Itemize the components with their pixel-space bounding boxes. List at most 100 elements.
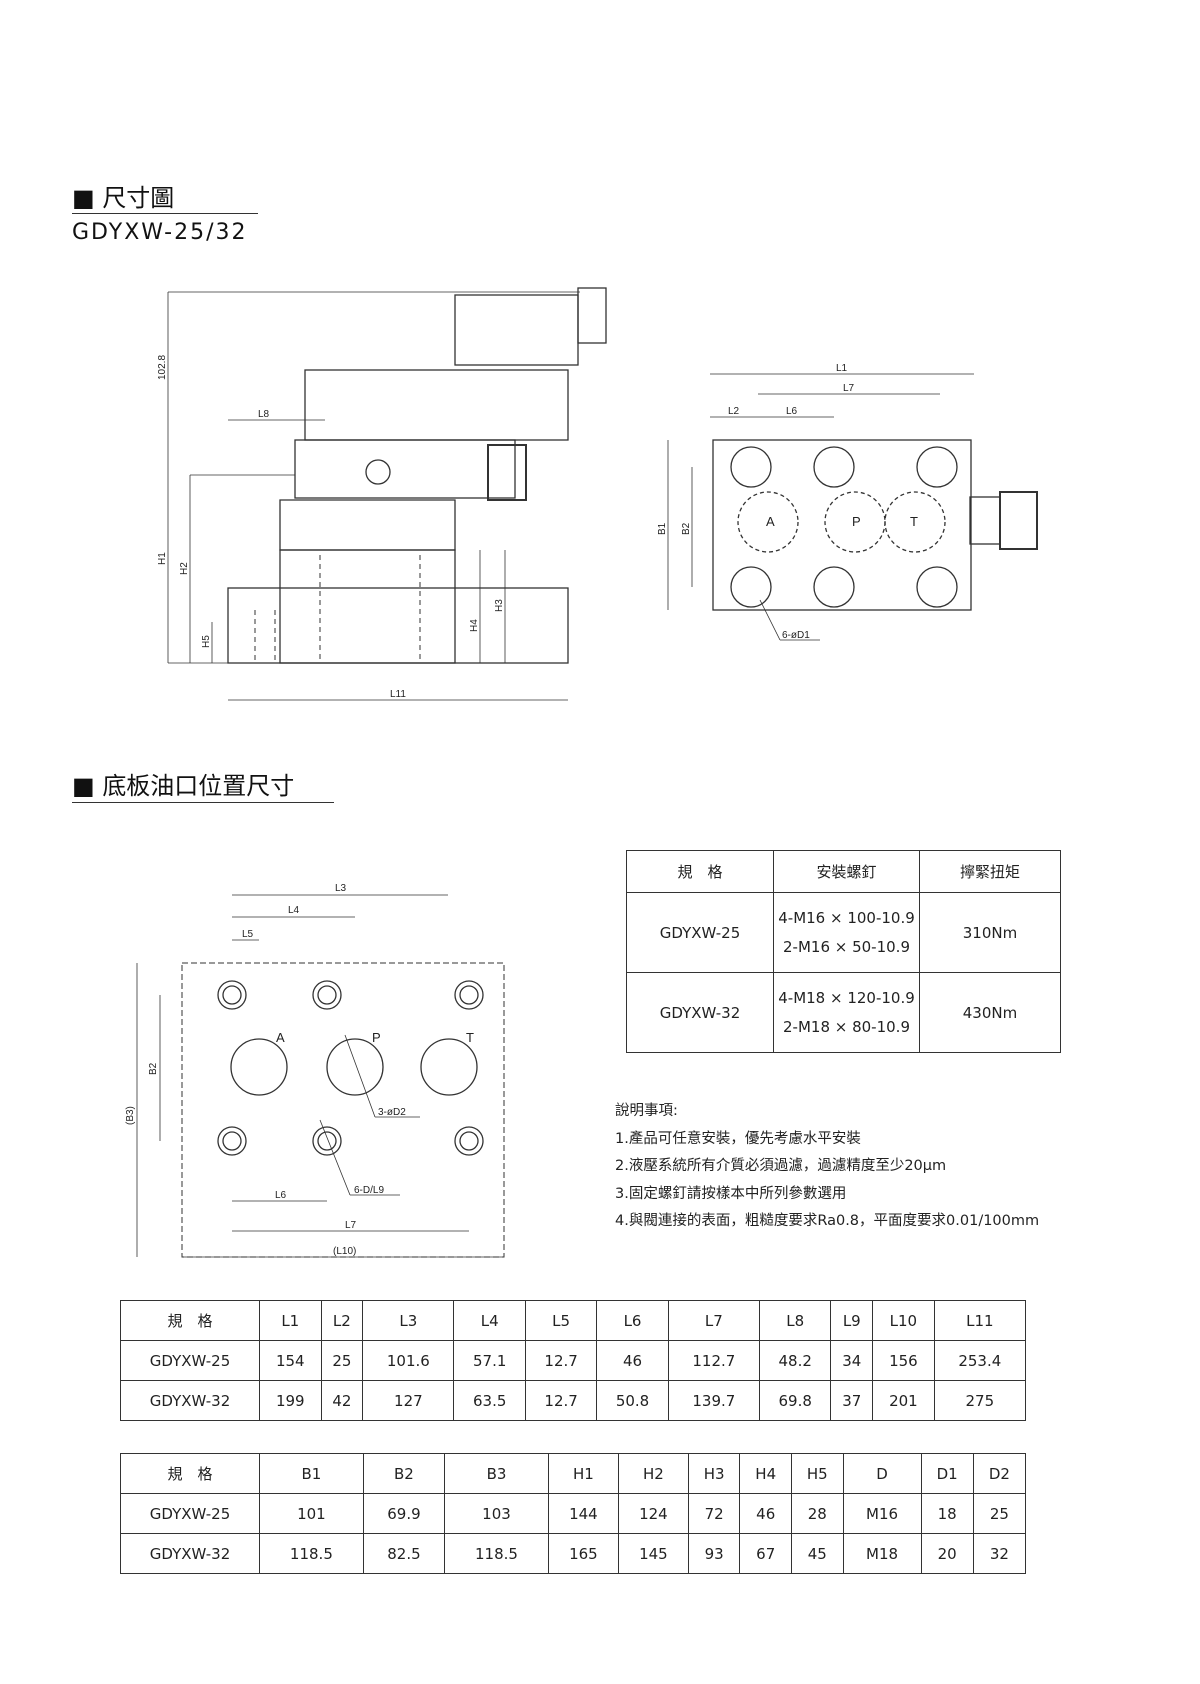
table-cell: 82.5 [362, 1533, 446, 1574]
header-cell: L6 [596, 1300, 669, 1341]
notes-title: 說明事項: [615, 1103, 678, 1119]
elevation-view: 102.8 L8 H1 H2 H3 H4 H5 L11 [157, 287, 607, 701]
bolt-spec: 4-M16 × 100-10.9 [778, 908, 915, 927]
table-cell: 124 [617, 1493, 689, 1534]
top-view: L1 L7 L2 L6 B1 B2 A P T 6-øD1 [657, 363, 1038, 641]
header-cell: L9 [830, 1300, 874, 1341]
bolts-cell: 4-M16 × 100-10.9 2-M16 × 50-10.9 [773, 892, 920, 973]
port-label-p: P [852, 514, 861, 529]
header-cell: 擰緊扭矩 [919, 850, 1061, 893]
note-item: 2.液壓系統所有介質必須過濾，過濾精度至少20μm [615, 1158, 947, 1174]
header-cell: D [842, 1453, 922, 1494]
header-cell: D1 [920, 1453, 974, 1494]
table-cell: 201 [872, 1380, 935, 1421]
dim-label: 6-øD1 [782, 630, 810, 641]
header-cell: B1 [259, 1453, 364, 1494]
dim-label: 6-D/L9 [354, 1185, 384, 1196]
table-cell: 118.5 [259, 1533, 364, 1574]
table-cell: 67 [739, 1533, 792, 1574]
table-cell: 145 [617, 1533, 689, 1574]
bolt-spec: 4-M18 × 120-10.9 [778, 988, 915, 1007]
section-title-text: 底板油口位置尺寸 [102, 772, 295, 800]
table-cell: 18 [920, 1493, 974, 1534]
dim-label: L7 [345, 1220, 357, 1231]
table-cell: 101 [259, 1493, 364, 1534]
dim-label: L6 [786, 406, 798, 417]
header-cell: L10 [872, 1300, 935, 1341]
notes: 說明事項: 1.產品可任意安裝，優先考慮水平安裝 2.液壓系統所有介質必須過濾，… [615, 1098, 1039, 1236]
model-cell: GDYXW-25 [626, 892, 774, 973]
section-title-text: 尺寸圖 [102, 184, 175, 212]
table-cell: 275 [933, 1380, 1027, 1421]
port-label-a: A [276, 1030, 285, 1045]
torque-cell: 430Nm [919, 972, 1061, 1053]
table-cell: 42 [320, 1380, 364, 1421]
dim-label: L6 [275, 1190, 287, 1201]
header-cell: L5 [524, 1300, 598, 1341]
subplate-view: L3 L4 L5 (B3) B2 A P T 3-øD2 6-D/L9 L6 L… [125, 883, 505, 1258]
table-cell: 165 [547, 1533, 619, 1574]
dim-label: H3 [494, 599, 505, 612]
dim-label: H1 [157, 552, 168, 565]
bolts-cell: 4-M18 × 120-10.9 2-M18 × 80-10.9 [773, 972, 920, 1053]
table-cell: 69.8 [758, 1380, 832, 1421]
header-cell: L2 [320, 1300, 364, 1341]
table-cell: 101.6 [362, 1340, 455, 1381]
table-cell: 69.9 [362, 1493, 446, 1534]
table-cell: M16 [842, 1493, 922, 1534]
table-cell: 32 [972, 1533, 1027, 1574]
table-cell: 34 [830, 1340, 874, 1381]
dim-label: L7 [843, 383, 855, 394]
table-cell: M18 [842, 1533, 922, 1574]
table-cell: 112.7 [667, 1340, 761, 1381]
header-cell: 規 格 [626, 850, 774, 893]
header-cell: L4 [453, 1300, 526, 1341]
port-label-p: P [372, 1030, 381, 1045]
dim-label: B2 [148, 1062, 159, 1075]
table-cell: 45 [790, 1533, 844, 1574]
dim-label: B2 [681, 522, 692, 535]
table-cell: 12.7 [524, 1340, 598, 1381]
section-title-dimensions: ■ 尺寸圖 [72, 178, 174, 213]
table-cell: 63.5 [453, 1380, 526, 1421]
table-cell: 48.2 [758, 1340, 832, 1381]
divider [72, 802, 334, 803]
table-cell: 25 [972, 1493, 1027, 1534]
square-bullet-icon: ■ [72, 772, 103, 800]
dim-label: (L10) [333, 1246, 356, 1257]
header-cell: D2 [972, 1453, 1027, 1494]
header-cell: L1 [259, 1300, 322, 1341]
table-cell: 57.1 [453, 1340, 526, 1381]
table-cell: 37 [830, 1380, 874, 1421]
header-cell: 規 格 [120, 1300, 260, 1341]
dim-label: L3 [335, 883, 347, 894]
table-cell: 46 [739, 1493, 792, 1534]
table-cell: 139.7 [667, 1380, 761, 1421]
table-cell: 103 [444, 1493, 549, 1534]
model-title: GDYXW-25/32 [72, 220, 248, 245]
torque-cell: 310Nm [919, 892, 1061, 973]
dim-label: H5 [201, 635, 212, 648]
square-bullet-icon: ■ [72, 184, 103, 212]
header-cell: L8 [758, 1300, 832, 1341]
port-label-t: T [466, 1030, 474, 1045]
bolt-spec: 2-M18 × 80-10.9 [783, 1017, 910, 1036]
port-label-a: A [766, 514, 775, 529]
dim-label: L2 [728, 406, 740, 417]
header-cell: B2 [362, 1453, 446, 1494]
table-cell: 46 [596, 1340, 669, 1381]
note-item: 1.產品可任意安裝，優先考慮水平安裝 [615, 1130, 861, 1147]
divider [72, 213, 258, 214]
bolt-spec: 2-M16 × 50-10.9 [783, 937, 910, 956]
dim-label: 3-øD2 [378, 1107, 406, 1118]
